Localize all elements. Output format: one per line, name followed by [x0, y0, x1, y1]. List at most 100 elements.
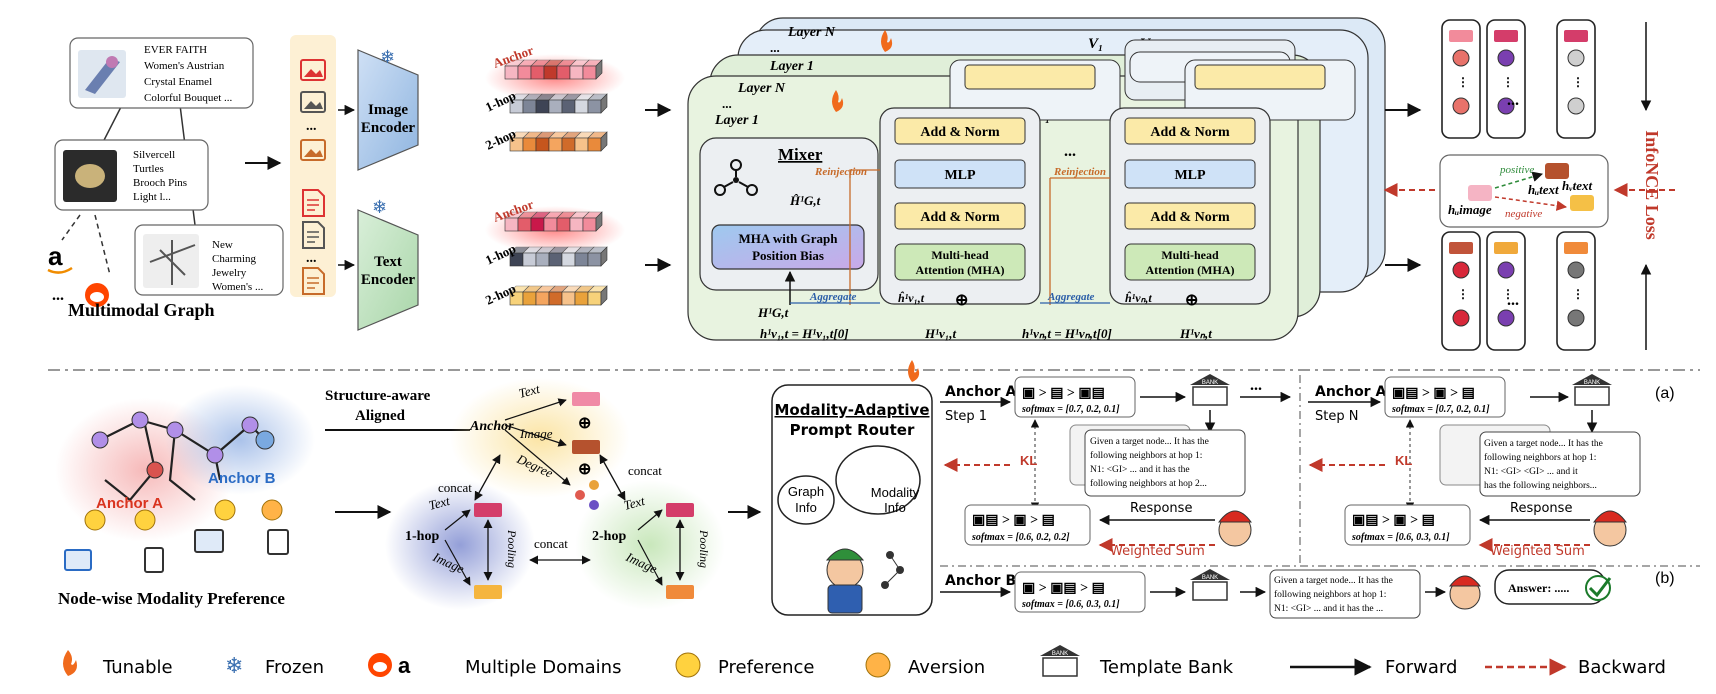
svg-text:MLP: MLP [944, 168, 976, 183]
infonce-loss-label: InfoNCE Loss [1640, 22, 1662, 350]
svg-text:concat: concat [438, 480, 472, 495]
svg-text:concat: concat [628, 463, 662, 478]
svg-text:Info: Info [795, 500, 817, 515]
document-icon [144, 547, 164, 573]
embedding-cell [535, 99, 550, 114]
svg-text:V₁: V₁ [1088, 36, 1103, 52]
mixer-label: Mixer [778, 145, 823, 164]
transformer-stack: Layer N ... Layer 1 Layer N ... Layer 1 … [687, 17, 1386, 341]
embedding-cell [582, 217, 597, 232]
svg-text:Aligned: Aligned [355, 408, 406, 424]
anchor-a-step-n: Anchor A Step N ▣▤ > ▣ > ▤ softmax = [0.… [1308, 374, 1641, 559]
document-icon [302, 267, 325, 295]
svg-text:Given a target node... It has: Given a target node... It has the [1484, 439, 1603, 449]
svg-text:softmax = [0.7, 0.2, 0.1]: softmax = [0.7, 0.2, 0.1] [1021, 404, 1120, 415]
snowflake-icon: ❄ [380, 47, 395, 67]
svg-text:BANK: BANK [1202, 380, 1218, 386]
embedding-cell [548, 291, 563, 306]
text-embeddings: Anchor 1-hop 2-hop [483, 196, 625, 308]
svg-text:Aggregate: Aggregate [1047, 291, 1095, 303]
anchor-b-flow: Anchor B ▣ > ▣▤ > ▤ softmax = [0.6, 0.3,… [940, 569, 1612, 619]
svg-text:following neighbors at hop 2..: following neighbors at hop 2... [1090, 478, 1207, 489]
eq-vn: h¹vₙ,t = H¹vₙ,t[0] [1022, 326, 1112, 341]
output-vector [1441, 19, 1481, 139]
modality-column: ... ... [290, 35, 336, 297]
svg-text:Multi-head: Multi-head [1161, 248, 1219, 262]
embedding-cell [587, 291, 602, 306]
layer-n-label: Layer N [737, 81, 786, 96]
mha-graph-block [711, 224, 865, 270]
graph-icon [714, 159, 758, 196]
svg-text:BANK: BANK [1052, 651, 1068, 657]
svg-text:BANK: BANK [1584, 380, 1600, 386]
fire-icon [881, 30, 893, 52]
reddit-logo-icon [85, 283, 109, 307]
svg-text:concat: concat [534, 536, 568, 551]
embedding-cell [574, 291, 589, 306]
svg-text:⋮: ⋮ [1457, 287, 1469, 301]
svg-text:...: ... [306, 251, 317, 266]
svg-text:softmax = [0.6, 0.3, 0.1]: softmax = [0.6, 0.3, 0.1] [1351, 532, 1450, 543]
svg-text:⋮: ⋮ [1457, 75, 1469, 89]
svg-text:Aggregate: Aggregate [809, 291, 857, 303]
embedding-cell [587, 137, 602, 152]
embedding-cell [574, 99, 589, 114]
svg-text:MLP: MLP [1174, 168, 1206, 183]
svg-text:Encoder: Encoder [361, 272, 416, 288]
layer-1-label: Layer 1 [714, 113, 759, 128]
prompt-box-b [1269, 569, 1421, 619]
svg-text:InfoNCE Loss: InfoNCE Loss [1642, 130, 1662, 240]
legend-frozen: Frozen [265, 657, 324, 678]
svg-text:▣ > ▤ > ▣▤: ▣ > ▤ > ▣▤ [1022, 386, 1105, 401]
svg-text:Prompt Router: Prompt Router [790, 421, 915, 439]
mario-character-icon [1218, 510, 1252, 547]
card1-line2: Women's Austrian [144, 60, 225, 72]
card3-line4: Women's ... [212, 281, 263, 293]
svg-text:⊕: ⊕ [578, 415, 591, 432]
svg-text:...: ... [722, 96, 732, 111]
embedding-cell [561, 252, 576, 267]
svg-text:Image: Image [368, 102, 408, 118]
embedding-cell [522, 99, 537, 114]
prompt-router: Modality-Adaptive Prompt Router Graph In… [771, 360, 933, 616]
graph-title: Multimodal Graph [68, 300, 215, 320]
card3-line2: Charming [212, 253, 256, 265]
fire-icon [63, 650, 77, 676]
template-bank-icon: BANK [1572, 374, 1612, 406]
svg-text:has the following neighbors...: has the following neighbors... [1484, 480, 1597, 491]
svg-text:...: ... [1507, 292, 1519, 309]
embedding-cell [535, 137, 550, 152]
svg-text:Structure-aware: Structure-aware [325, 388, 431, 404]
reddit-logo-icon [368, 653, 392, 677]
svg-text:hᵥtext: hᵥtext [1562, 178, 1592, 193]
multimodal-graph: EVER FAITH Women's Austrian Crystal Enam… [47, 37, 284, 320]
embedding-cell [530, 217, 545, 232]
legend-backward: Backward [1578, 657, 1666, 678]
legend-forward: Forward [1385, 657, 1457, 678]
svg-text:N1: <GI> <GI> ... and it: N1: <GI> <GI> ... and it [1484, 467, 1578, 477]
svg-text:Step N: Step N [1315, 409, 1358, 424]
output-vector [1486, 19, 1526, 139]
modality-info-bubble [835, 445, 921, 515]
svg-text:▣▤ > ▣ > ▤: ▣▤ > ▣ > ▤ [1392, 386, 1475, 401]
card3-line1: New [212, 239, 233, 251]
luigi-character-icon [825, 548, 865, 614]
svg-text:Attention (MHA): Attention (MHA) [1146, 263, 1235, 277]
mario-character-icon [1448, 575, 1482, 610]
embedding-cell [548, 137, 563, 152]
card3-line3: Jewelry [212, 267, 247, 279]
svg-text:N1: <GI> ... and it has the ..: N1: <GI> ... and it has the ... [1274, 604, 1383, 614]
svg-text:Anchor A: Anchor A [945, 384, 1016, 400]
svg-text:Add & Norm: Add & Norm [920, 210, 1000, 225]
output-vector [1486, 231, 1526, 351]
h-in-vn: H¹vₙ,t [1179, 326, 1212, 341]
svg-text:Text: Text [622, 493, 647, 513]
softmax-box-5 [1014, 571, 1146, 613]
h-hat-g: Ĥ¹G,t [789, 193, 821, 208]
embedding-cell [574, 252, 589, 267]
embedding-cell [543, 65, 558, 80]
panel-b-label: (b) [1655, 570, 1675, 587]
svg-text:MHA with Graph: MHA with Graph [739, 231, 839, 246]
svg-text:Encoder: Encoder [361, 120, 416, 136]
